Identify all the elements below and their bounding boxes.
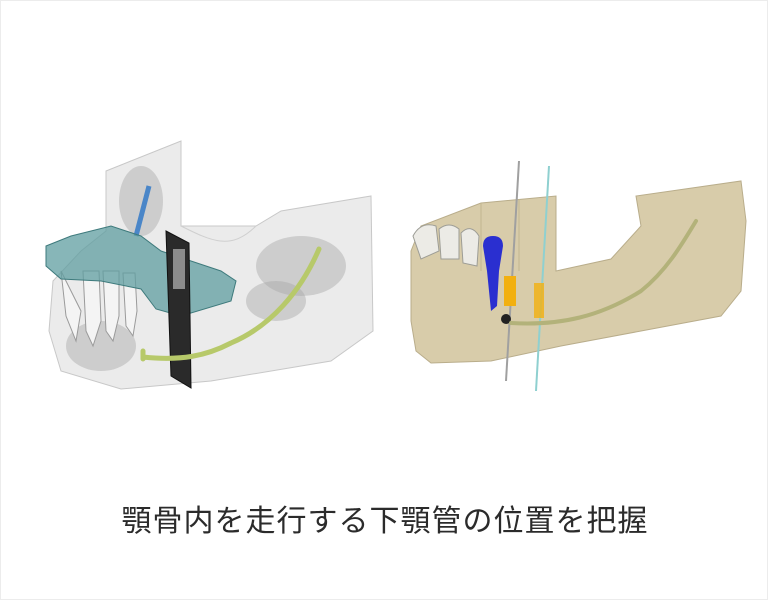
- teeth: [60, 270, 138, 348]
- guide-pin: [535, 165, 550, 392]
- mandible-transparent-render: [45, 140, 374, 390]
- mandibular-canal: [140, 246, 322, 362]
- implant-rod: [133, 185, 152, 237]
- mandible-opaque-render: [410, 160, 747, 392]
- guide-pin: [505, 160, 520, 382]
- implant-orange: [504, 276, 516, 306]
- mandible-bone-shape: [410, 180, 747, 364]
- teeth: [412, 224, 480, 267]
- bone-texture: [66, 166, 346, 371]
- implant-blue: [483, 236, 503, 311]
- caption: 顎骨内を走行する下顎管の位置を把握: [121, 504, 649, 539]
- mandibular-canal: [509, 219, 698, 326]
- mental-foramen: [501, 314, 511, 324]
- implant-orange: [534, 283, 544, 318]
